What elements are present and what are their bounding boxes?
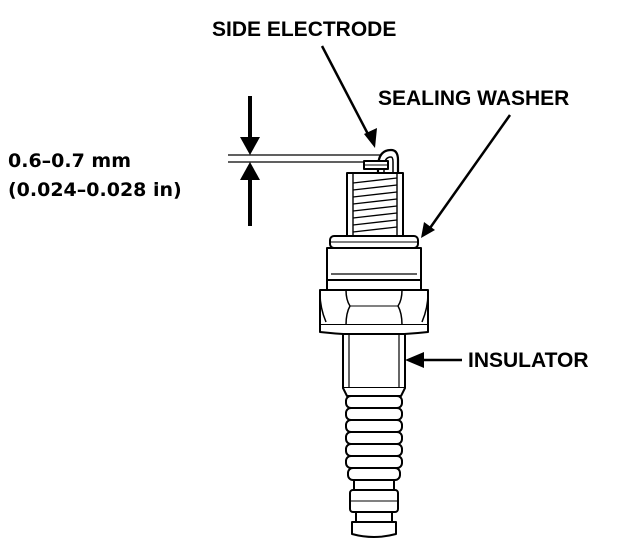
insulator-arrowhead bbox=[405, 352, 424, 368]
gap-arrow-top-head bbox=[240, 137, 260, 155]
insulator-label: INSULATOR bbox=[468, 349, 589, 372]
leader-lines bbox=[320, 45, 512, 362]
gap-mm-label: 0.6–0.7 mm bbox=[8, 150, 131, 172]
side-electrode-label: SIDE ELECTRODE bbox=[212, 18, 396, 41]
thread-section bbox=[346, 172, 404, 238]
sealing-washer bbox=[329, 235, 419, 249]
side-electrode-arrowhead bbox=[364, 128, 377, 148]
spark-plug bbox=[319, 148, 429, 538]
gap-in-label: (0.024–0.028 in) bbox=[8, 179, 182, 201]
leader-arrowheads bbox=[364, 128, 435, 368]
side-electrode bbox=[363, 148, 400, 180]
gap-dimension bbox=[228, 96, 382, 226]
sealing-washer-leader bbox=[428, 114, 512, 229]
terminal bbox=[349, 479, 399, 538]
gap-arrow-bottom-head bbox=[240, 162, 260, 180]
shell-body bbox=[326, 247, 422, 291]
sealing-washer-arrowhead bbox=[421, 222, 435, 238]
sealing-washer-label: SEALING WASHER bbox=[378, 87, 569, 110]
insulator-body bbox=[342, 333, 406, 397]
side-electrode-leader bbox=[320, 45, 372, 139]
hex-nut bbox=[319, 289, 429, 336]
insulator-ribs bbox=[345, 395, 403, 481]
